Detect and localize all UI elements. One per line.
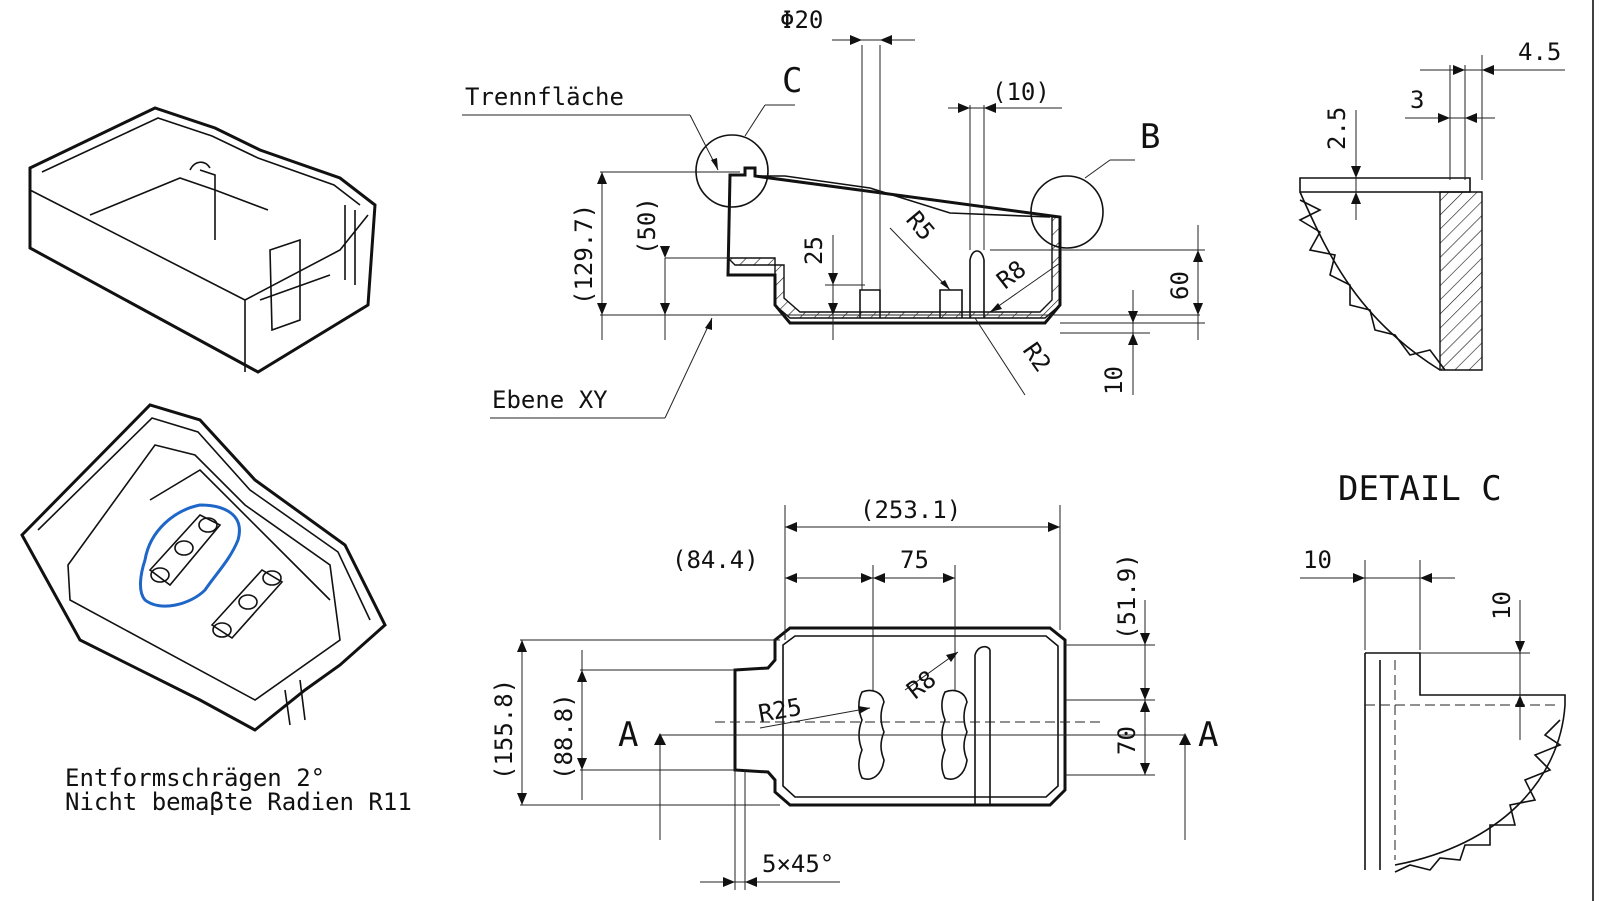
section-aa: [462, 35, 1205, 419]
detail-c: [1300, 560, 1566, 873]
dim-10-paren: (10): [992, 78, 1050, 106]
note-radii: Nicht bemaβte Radien R11: [65, 788, 412, 816]
dim-chamfer: 5×45°: [762, 850, 834, 878]
detail-c-dim-10-h: 10: [1303, 546, 1332, 574]
dim-r25: R25: [756, 693, 804, 728]
dim-25: 25: [800, 236, 828, 265]
dim-84-4: (84.4): [672, 546, 759, 574]
dim-129-7: (129.7): [570, 204, 598, 305]
dim-60: 60: [1166, 271, 1194, 300]
plan-view: [517, 505, 1191, 890]
section-letter-right: A: [1198, 715, 1218, 755]
dim-155-8: (155.8): [490, 679, 518, 780]
detail-c-title: DETAIL C: [1338, 469, 1502, 509]
iso-view-top: [28, 106, 377, 374]
iso-view-bottom: [20, 403, 387, 732]
highlight-circle: [139, 503, 241, 608]
dim-10: 10: [1100, 366, 1128, 395]
dim-phi20: Φ20: [780, 6, 823, 34]
note-draft-angle: Entformschrägen 2°: [65, 764, 325, 792]
dim-4-5: 4.5: [1518, 38, 1561, 66]
dim-70: 70: [1113, 726, 1141, 755]
label-ebene-xy: Ebene XY: [492, 386, 608, 414]
dim-r5: R5: [900, 206, 940, 246]
dim-51-9: (51.9): [1113, 553, 1141, 640]
dim-r8: R8: [991, 255, 1031, 295]
dim-2-5: 2.5: [1323, 107, 1351, 150]
dim-253-1: (253.1): [860, 496, 961, 524]
detail-c-marker: C: [782, 61, 802, 101]
dim-88-8: (88.8): [550, 693, 578, 780]
dim-r2: R2: [1017, 337, 1057, 377]
label-trennflaeche: Trennfläche: [465, 83, 624, 111]
detail-c-dim-10-v: 10: [1488, 591, 1516, 620]
dim-r8-plan: R8: [901, 665, 941, 705]
detail-b-marker: B: [1140, 117, 1160, 157]
dim-50: (50): [633, 197, 661, 255]
dim-75: 75: [900, 546, 929, 574]
section-letter-left: A: [618, 715, 638, 755]
detail-b: [1298, 55, 1565, 371]
dim-3: 3: [1410, 86, 1424, 114]
